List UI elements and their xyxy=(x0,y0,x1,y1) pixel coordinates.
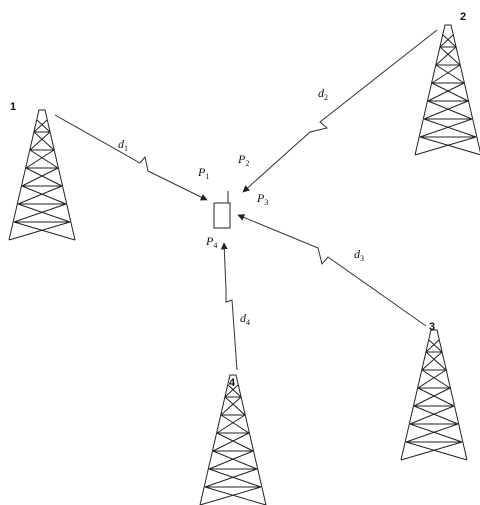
tower-3-number: 3 xyxy=(429,321,435,333)
link-2 xyxy=(243,30,437,192)
tower-2-number: 2 xyxy=(460,11,466,23)
distance-label-d1: d1 xyxy=(118,137,128,153)
tower-1 xyxy=(9,110,75,240)
distance-label-d3: d3 xyxy=(354,247,364,263)
tower-1-number: 1 xyxy=(10,101,16,113)
tower-3 xyxy=(401,330,467,460)
distance-label-d2: d2 xyxy=(318,86,328,102)
tower-2 xyxy=(415,25,480,155)
power-label-p4: P4 xyxy=(205,234,217,250)
power-label-p1: P1 xyxy=(197,165,209,181)
tower-4 xyxy=(200,375,266,505)
link-4 xyxy=(224,243,237,370)
mobile-phone xyxy=(214,191,230,228)
link-1 xyxy=(55,115,207,200)
power-label-p2: P2 xyxy=(237,152,249,168)
tower-4-number: 4 xyxy=(229,377,236,389)
power-label-p3: P3 xyxy=(256,191,268,207)
link-3 xyxy=(238,215,426,326)
distance-label-d4: d4 xyxy=(240,311,250,327)
